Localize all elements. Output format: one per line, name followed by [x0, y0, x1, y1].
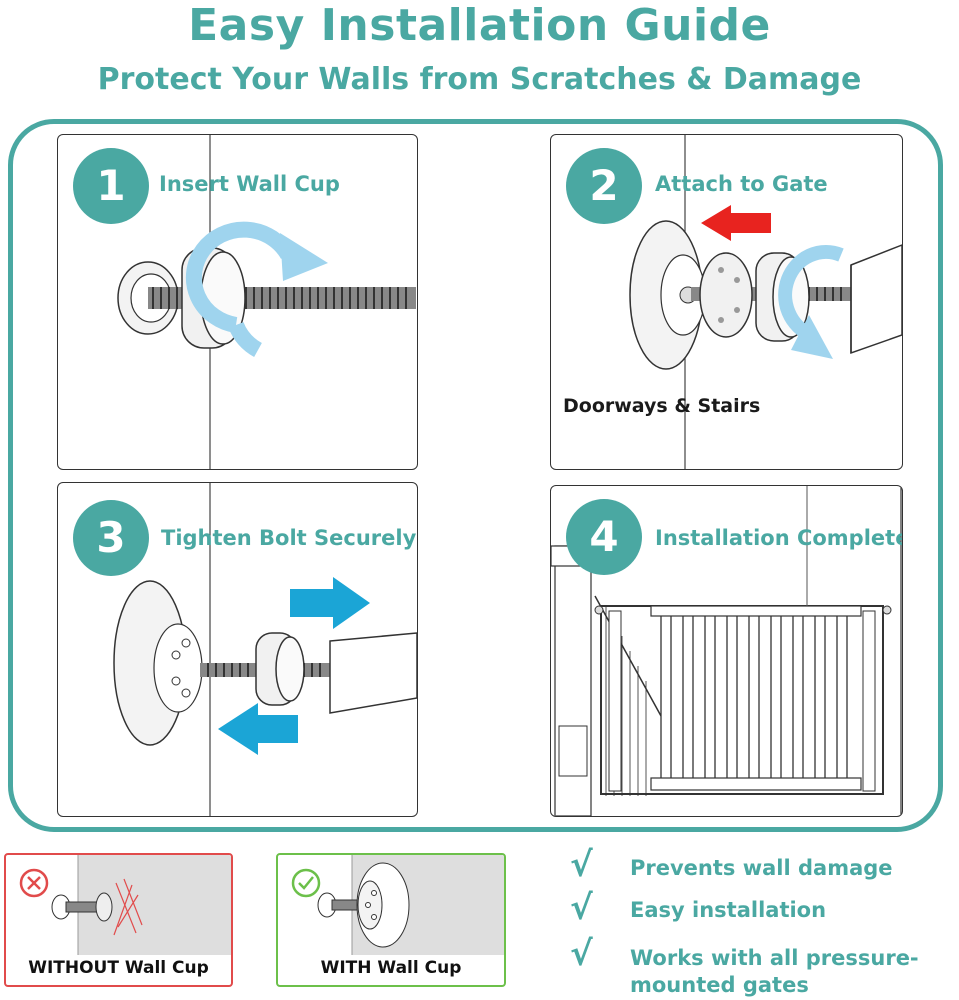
page-subtitle: Protect Your Walls from Scratches & Dama…	[97, 62, 862, 97]
with-wall-cup-illustration	[291, 855, 504, 955]
without-wall-cup-box: WITHOUT Wall Cup	[4, 853, 233, 987]
step-2-panel: 2 Attach to Gate Doorways & Stairs	[550, 134, 903, 470]
with-wall-cup-label: WITH Wall Cup	[320, 958, 462, 978]
x-circle-icon	[19, 868, 49, 898]
without-wall-cup-label: WITHOUT Wall Cup	[28, 958, 209, 978]
step-1-number: 1	[73, 148, 149, 224]
step-3-illustration	[113, 483, 417, 816]
step-3-number: 3	[73, 500, 149, 576]
benefit-item: Works with all pressure- mounted gates	[630, 945, 919, 999]
step-2-label: Attach to Gate	[655, 172, 828, 196]
step-4-panel: 4 Installation Complete	[550, 485, 903, 817]
step-3-label: Tighten Bolt Securely	[161, 526, 417, 550]
benefit-line-1: Works with all pressure-	[630, 946, 919, 970]
step-1-illustration	[117, 135, 416, 469]
step-2-number: 2	[566, 148, 642, 224]
left-arrow-icon	[218, 703, 298, 755]
benefit-item: Easy installation	[630, 898, 827, 922]
steps-frame	[8, 119, 943, 832]
check-circle-icon	[291, 868, 321, 898]
check-icon: √	[570, 845, 593, 885]
step-2-illustration	[629, 135, 902, 469]
step-1-label: Insert Wall Cup	[159, 172, 340, 196]
benefit-item: Prevents wall damage	[630, 856, 893, 880]
step-4-number: 4	[566, 499, 642, 575]
step-4-label: Installation Complete	[655, 526, 903, 550]
right-arrow-icon	[290, 577, 370, 629]
benefit-line-2: mounted gates	[630, 973, 809, 997]
with-wall-cup-box: WITH Wall Cup	[276, 853, 506, 987]
step-1-panel: 1 Insert Wall Cup	[57, 134, 418, 470]
step-2-caption: Doorways & Stairs	[563, 395, 761, 417]
check-icon: √	[570, 934, 593, 974]
page-title: Easy Installation Guide	[188, 0, 771, 51]
step-4-gate-illustration	[551, 486, 902, 816]
check-icon: √	[570, 888, 593, 928]
without-wall-cup-illustration	[19, 855, 231, 955]
step-3-panel: 3 Tighten Bolt Securely	[57, 482, 418, 817]
